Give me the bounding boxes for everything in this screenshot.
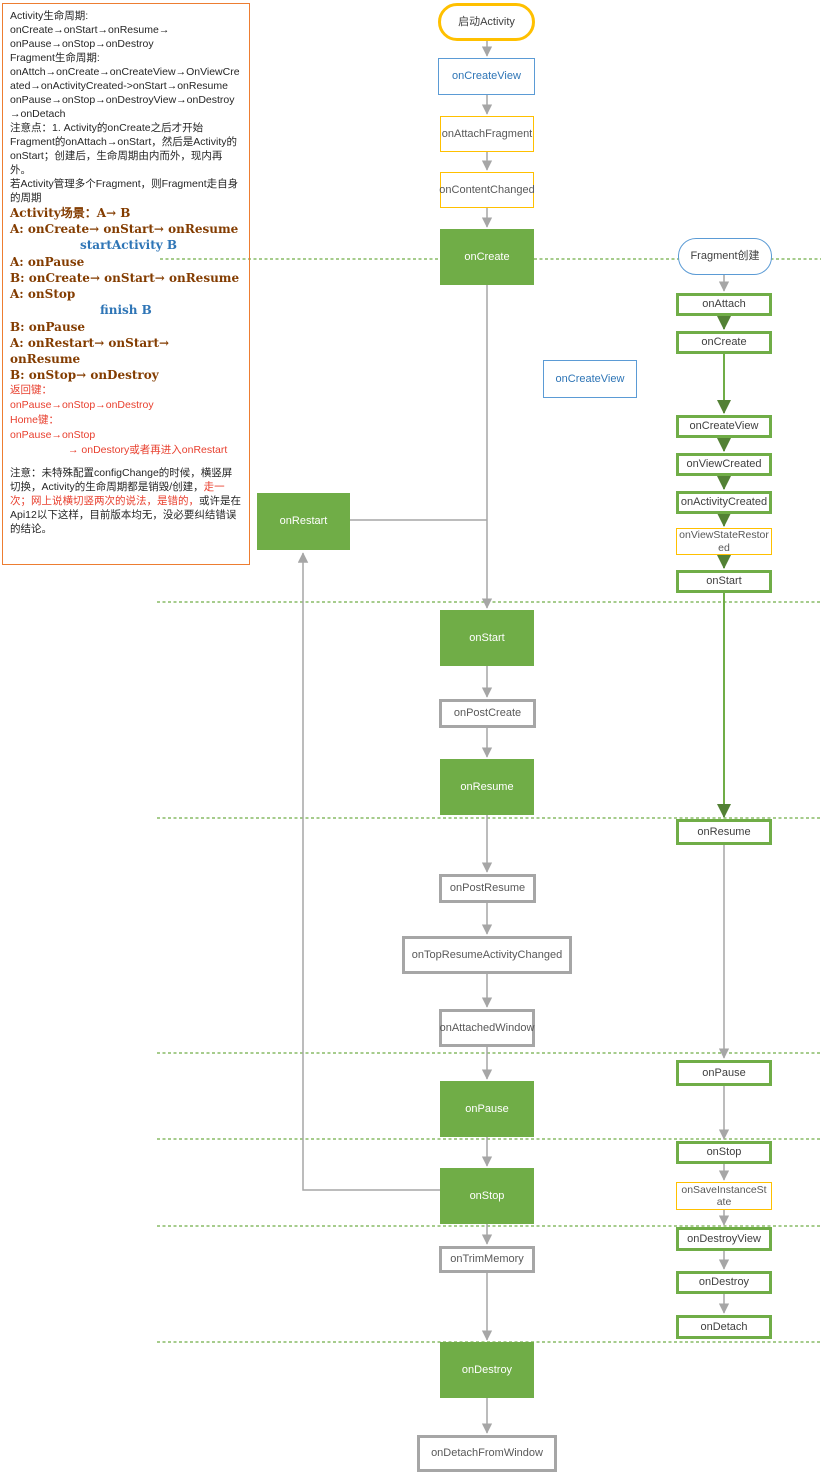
note-line: 返回键： xyxy=(10,384,52,396)
note-line: onPause→onStop→onDestroy xyxy=(10,399,154,411)
note-line: onPause→onStop→onDestroy xyxy=(10,38,154,50)
activity-connectors xyxy=(297,41,493,1434)
note-line: 注意点：1. Activity的onCreate之后才开始Fragment的on… xyxy=(10,122,237,176)
node-activity-onpostcreate: onPostCreate xyxy=(439,699,536,728)
node-fragment-onactivitycreated: onActivityCreated xyxy=(676,491,772,514)
note-line: onAttch→onCreate→onCreateView→OnViewCrea… xyxy=(10,66,240,92)
note-line: Activity生命周期: xyxy=(10,10,89,22)
node-activity-onrestart: onRestart xyxy=(257,493,350,550)
note-line: A: onRestart→ onStart→ onResume xyxy=(10,336,170,366)
node-activity-onpause: onPause xyxy=(440,1081,534,1137)
node-fragment-oncreate: onCreate xyxy=(676,331,772,354)
node-fragment-onresume: onResume xyxy=(676,819,772,845)
node-fragment-ondetach: onDetach xyxy=(676,1315,772,1339)
node-activity-onresume: onResume xyxy=(440,759,534,815)
node-fragment-onstop: onStop xyxy=(676,1141,772,1164)
note-line: onCreate→onStart→onResume→ xyxy=(10,24,170,36)
node-activity-oncreateview: onCreateView xyxy=(438,58,535,95)
node-fragment-start: Fragment创建 xyxy=(678,238,772,275)
note-line: startActivity B xyxy=(80,238,178,252)
node-activity-onstop: onStop xyxy=(440,1168,534,1224)
node-activity-onpostresume: onPostResume xyxy=(439,874,536,903)
note-line: A: onCreate→ onStart→ onResume xyxy=(10,222,239,236)
node-fragment-onviewcreated: onViewCreated xyxy=(676,453,772,476)
note-line: 若Activity管理多个Fragment，则Fragment走自身的周期 xyxy=(10,178,239,204)
note-line: → onDestory或者再进入onRestart xyxy=(68,444,228,456)
node-fragment-onviewstaterestored: onViewStateRestored xyxy=(676,528,772,555)
note-line: B: onCreate→ onStart→ onResume xyxy=(10,271,240,285)
note-line: onPause→onStop→onDestroyView→onDestroy→o… xyxy=(10,94,235,120)
activity-scenario-block: Activity场景：A→ B A: onCreate→ onStart→ on… xyxy=(10,205,242,383)
note-line: onPause→onStop xyxy=(10,429,96,441)
config-change-note: 注意：未特殊配置configChange的时候，横竖屏切换，Activity的生… xyxy=(10,466,242,536)
notes-panel: Activity生命周期: onCreate→onStart→onResume→… xyxy=(2,3,250,565)
note-segment: 走一次；网上说横切竖两次的说法，是错的， xyxy=(10,481,225,507)
node-oncreateview-floating: onCreateView xyxy=(543,360,637,398)
key-behavior-block: 返回键： onPause→onStop→onDestroy Home键： onP… xyxy=(10,383,242,458)
node-fragment-ondestroyview: onDestroyView xyxy=(676,1227,772,1251)
node-fragment-oncreateview: onCreateView xyxy=(676,415,772,438)
note-line: A: onStop xyxy=(10,287,76,301)
note-line: Fragment生命周期: xyxy=(10,52,100,64)
node-activity-oncreate: onCreate xyxy=(440,229,534,285)
node-fragment-ondestroy: onDestroy xyxy=(676,1271,772,1294)
node-activity-onattachedwindow: onAttachedWindow xyxy=(439,1009,535,1047)
note-line: Home键： xyxy=(10,414,60,426)
note-line: finish B xyxy=(100,303,152,317)
node-activity-start: 启动Activity xyxy=(438,3,535,41)
node-fragment-onstart: onStart xyxy=(676,570,772,593)
node-activity-ondetachfromwindow: onDetachFromWindow xyxy=(417,1435,557,1472)
note-line: B: onStop→ onDestroy xyxy=(10,368,159,382)
node-activity-oncontentchanged: onContentChanged xyxy=(439,172,535,208)
node-activity-onstart: onStart xyxy=(440,610,534,666)
node-activity-ondestroy: onDestroy xyxy=(440,1342,534,1398)
note-line: A: onPause xyxy=(10,255,85,269)
note-line: Activity场景：A→ B xyxy=(10,206,131,220)
node-fragment-onpause: onPause xyxy=(676,1060,772,1086)
note-segment: 或许是在Api12以下这样，目前版本均无，没必要纠结错误的结论。 xyxy=(10,495,241,535)
node-activity-ontrimmemory: onTrimMemory xyxy=(439,1246,535,1273)
node-fragment-onattach: onAttach xyxy=(676,293,772,316)
note-line: B: onPause xyxy=(10,320,86,334)
node-activity-onattachfragment: onAttachFragment xyxy=(440,116,534,152)
note-segment: 注意：未特殊配置configChange的时候，横竖屏切换，Activity的生… xyxy=(10,467,233,493)
node-fragment-onsaveinstancestate: onSaveInstanceState xyxy=(676,1182,772,1210)
node-activity-ontopresumeactivitychanged: onTopResumeActivityChanged xyxy=(402,936,572,974)
